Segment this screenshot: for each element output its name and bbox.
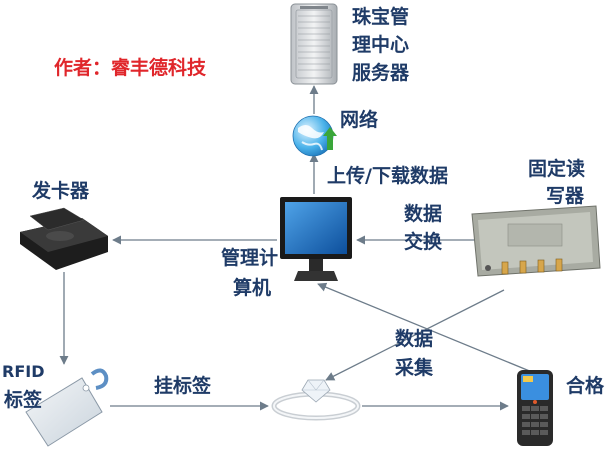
computer-monitor-icon [280, 197, 352, 281]
rfid-tag-icon [25, 368, 109, 447]
author-label: 作者：睿丰德科技 [54, 56, 207, 79]
qualified-label: 合格 [566, 374, 605, 397]
network-label: 网络 [340, 108, 378, 131]
card-issuer-label: 发卡器 [31, 179, 90, 202]
data-collect-label: 数据 采集 [395, 327, 440, 379]
rfid-tag-label: RFID 标签 [2, 362, 50, 411]
handheld-terminal-icon [517, 370, 553, 446]
connectors [59, 85, 533, 411]
arrow-reader-to-jewelry [325, 289, 505, 381]
rfid-reader-icon [471, 205, 601, 277]
globe-network-icon [292, 115, 337, 157]
card-reader-icon [20, 207, 108, 270]
hang-tag-label: 挂标签 [154, 374, 212, 397]
data-exchange-label: 数据 交换 [404, 202, 449, 253]
arrow-terminal-to-pc [317, 282, 533, 373]
server-label: 珠宝管 理中心 服务器 [352, 5, 416, 84]
upload-download-label: 上传/下载数据 [327, 164, 448, 187]
management-pc-label: 管理计 算机 [221, 246, 285, 299]
diamond-ring-icon [271, 379, 361, 421]
fixed-reader-label: 固定读 写器 [528, 157, 592, 207]
server-tower-icon [290, 3, 338, 85]
